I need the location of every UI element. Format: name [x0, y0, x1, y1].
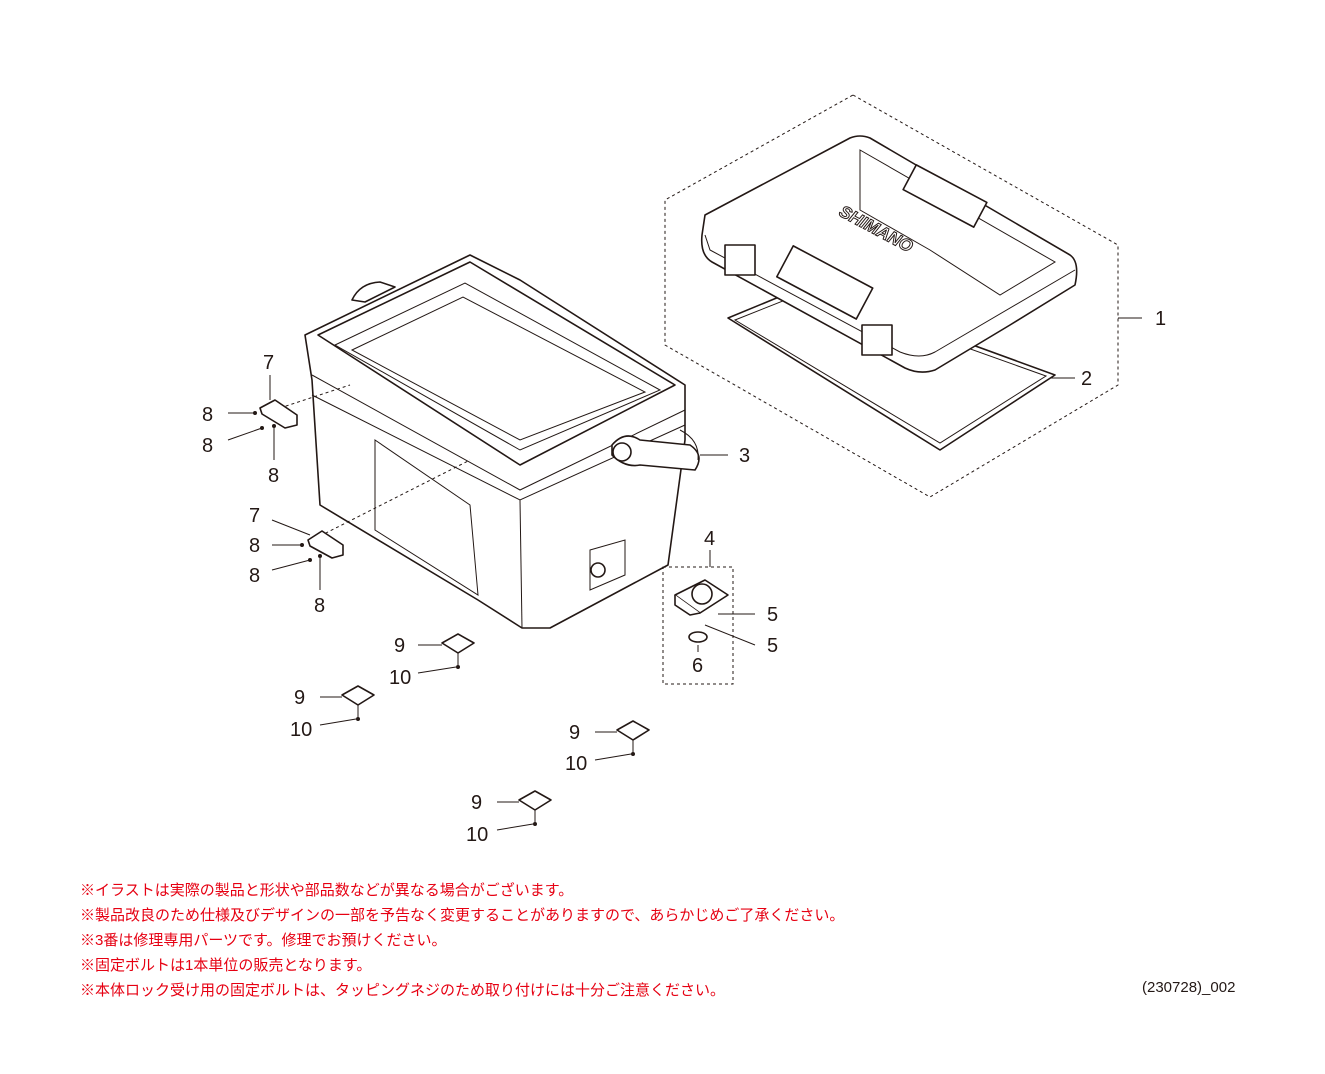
lid: SHIMANO [700, 135, 1078, 373]
foot-1 [441, 633, 475, 669]
handle [611, 429, 700, 471]
part-label-8: 8 [202, 404, 213, 426]
lock-cap [688, 631, 708, 643]
part-label-6: 6 [692, 655, 703, 677]
note: ※製品改良のため仕様及びデザインの一部を予告なく変更することがありますので、あら… [80, 907, 845, 924]
part-label-8: 8 [202, 435, 213, 457]
part-label-10: 10 [466, 824, 488, 846]
part-label-8: 8 [268, 465, 279, 487]
part-label-7: 7 [249, 505, 260, 527]
leader-lines [227, 317, 1142, 831]
part-label-5: 5 [767, 604, 778, 626]
note: ※固定ボルトは1本単位の販売となります。 [80, 957, 372, 974]
part-label-1: 1 [1155, 308, 1166, 330]
foot-3 [616, 720, 650, 756]
part-label-10: 10 [290, 719, 312, 741]
lock-group-outline [662, 566, 734, 685]
part-label-9: 9 [569, 722, 580, 744]
part-label-2: 2 [1081, 368, 1092, 390]
note: ※3番は修理専用パーツです。修理でお預けください。 [80, 932, 447, 949]
part-label-3: 3 [739, 445, 750, 467]
part-label-7: 7 [263, 352, 274, 374]
part-label-8: 8 [314, 595, 325, 617]
hinge-upper [253, 399, 298, 430]
part-label-9: 9 [471, 792, 482, 814]
lock-receiver [674, 579, 729, 643]
part-label-4: 4 [704, 528, 715, 550]
part-label-9: 9 [394, 635, 405, 657]
part-label-5: 5 [767, 635, 778, 657]
part-label-10: 10 [565, 753, 587, 775]
document-code: (230728)_002 [1142, 979, 1236, 996]
part-label-8: 8 [249, 565, 260, 587]
foot-2 [341, 685, 375, 721]
notes: ※イラストは実際の製品と形状や部品数などが異なる場合がございます。 ※製品改良の… [80, 878, 844, 1003]
hinge-lower [300, 530, 344, 562]
note: ※イラストは実際の製品と形状や部品数などが異なる場合がございます。 [80, 882, 574, 899]
cooler-body [304, 254, 686, 629]
note: ※本体ロック受け用の固定ボルトは、タッピングネジのため取り付けには十分ご注意くだ… [80, 982, 726, 999]
part-label-8: 8 [249, 535, 260, 557]
part-label-10: 10 [389, 667, 411, 689]
foot-4 [518, 790, 552, 826]
part-label-9: 9 [294, 687, 305, 709]
